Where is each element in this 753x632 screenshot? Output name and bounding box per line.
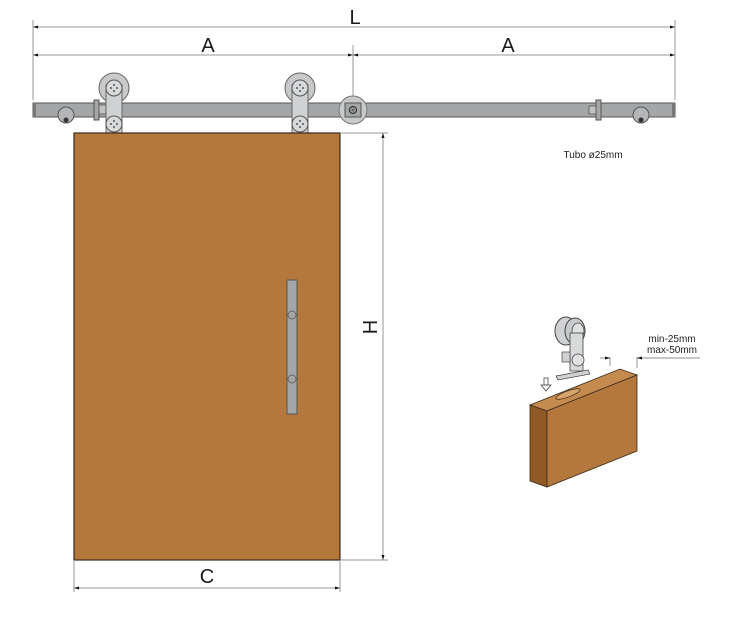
detail-hanger-with-door-edge: min-25mm max-50mm [528, 316, 700, 488]
down-arrow-icon [540, 377, 552, 392]
door-stop-left [93, 99, 107, 121]
end-stopper-right [632, 106, 650, 124]
max-thickness-label: max-50mm [647, 345, 697, 356]
roller-hanger-left [98, 72, 130, 134]
min-thickness-label: min-25mm [648, 334, 695, 345]
tube-label: Tubo ø25mm [563, 150, 622, 161]
label-A-left: A [201, 35, 215, 57]
label-A-right: A [501, 35, 515, 57]
label-H: H [360, 320, 382, 334]
door-stop-right [588, 99, 602, 121]
dimension-H: H [340, 132, 388, 561]
dimension-L: L [32, 7, 676, 100]
label-C: C [200, 566, 214, 588]
dimension-A-right: A [352, 35, 675, 100]
dimension-C: C [73, 560, 341, 592]
wall-bracket-center [338, 95, 368, 125]
door-panel [73, 132, 341, 561]
roller-hanger-right [284, 72, 316, 134]
dimension-A-left: A [33, 35, 353, 57]
door-handle [286, 279, 298, 415]
end-stopper-left [57, 106, 75, 124]
label-L: L [349, 7, 360, 29]
